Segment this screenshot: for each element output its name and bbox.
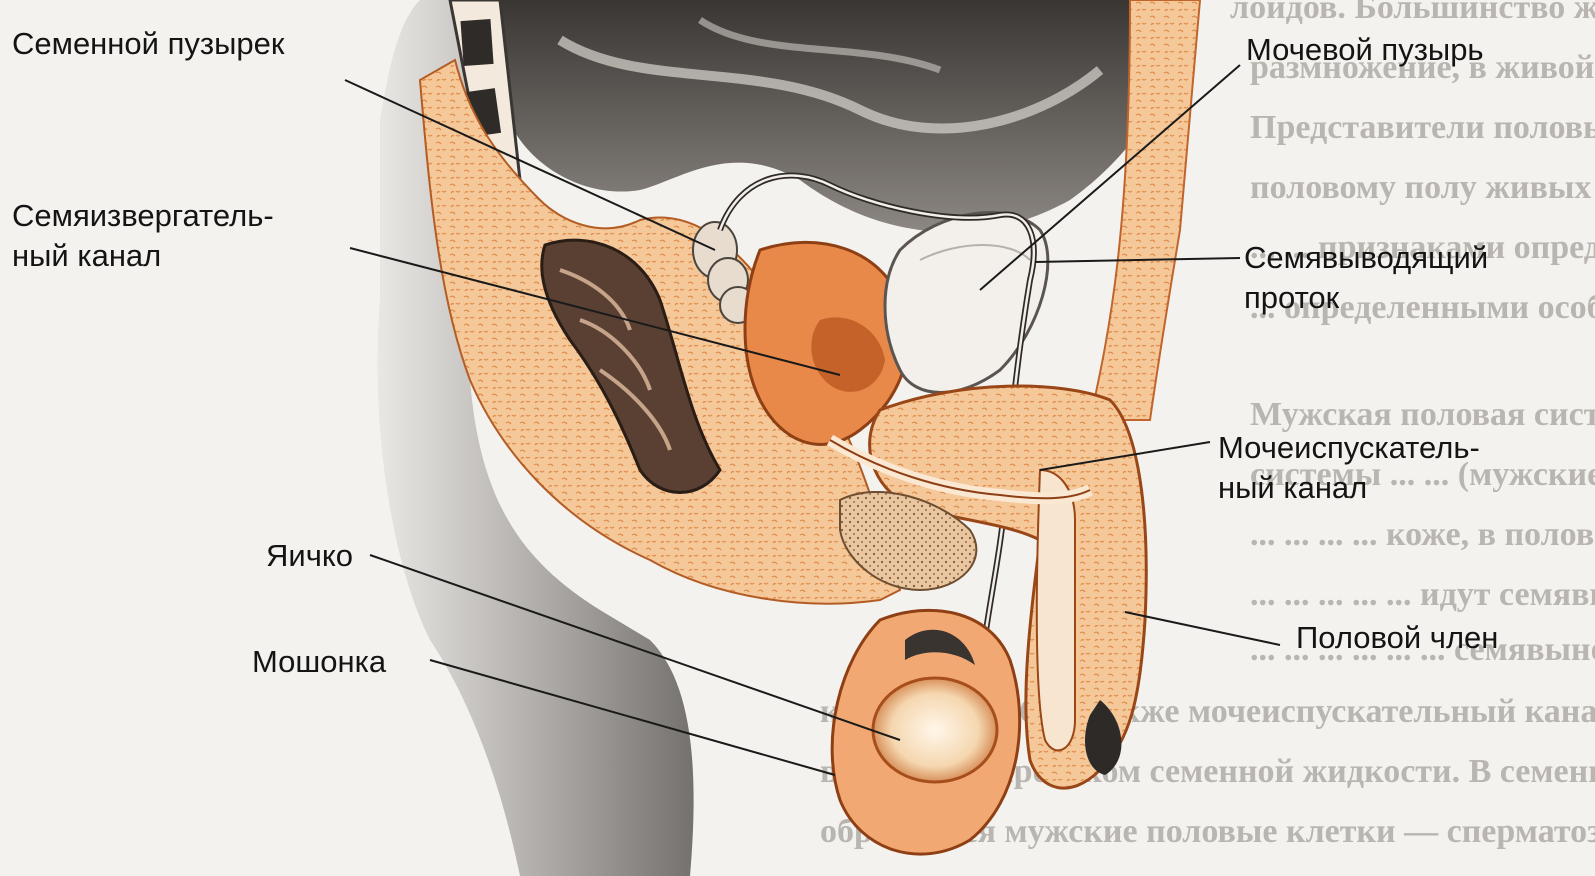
label-seminal-vesicle: Семенной пузырек: [12, 24, 284, 64]
label-penis: Половой член: [1296, 618, 1498, 658]
label-testis: Яичко: [266, 536, 353, 576]
leader-line-penis: [1125, 612, 1280, 645]
testis: [873, 678, 997, 782]
label-scrotum: Мошонка: [252, 642, 386, 682]
label-vas-deferens: Семявыводящий проток: [1244, 238, 1488, 318]
label-vas-deferens-line2: проток: [1244, 278, 1488, 318]
label-urethra-line1: Мочеиспускатель-: [1218, 428, 1480, 468]
label-bladder-text: Мочевой пузырь: [1246, 30, 1484, 70]
label-bladder: Мочевой пузырь: [1246, 30, 1484, 70]
label-scrotum-text: Мошонка: [252, 642, 386, 682]
label-penis-text: Половой член: [1296, 618, 1498, 658]
label-vas-deferens-line1: Семявыводящий: [1244, 238, 1488, 278]
label-urethra-line2: ный канал: [1218, 468, 1480, 508]
label-urethra: Мочеиспускатель- ный канал: [1218, 428, 1480, 508]
label-ejaculatory-duct-line1: Семяизвергатель-: [12, 196, 274, 236]
label-ejaculatory-duct-line2: ный канал: [12, 236, 274, 276]
label-ejaculatory-duct: Семяизвергатель- ный канал: [12, 196, 274, 276]
label-testis-text: Яичко: [266, 536, 353, 576]
label-seminal-vesicle-text: Семенной пузырек: [12, 24, 284, 64]
